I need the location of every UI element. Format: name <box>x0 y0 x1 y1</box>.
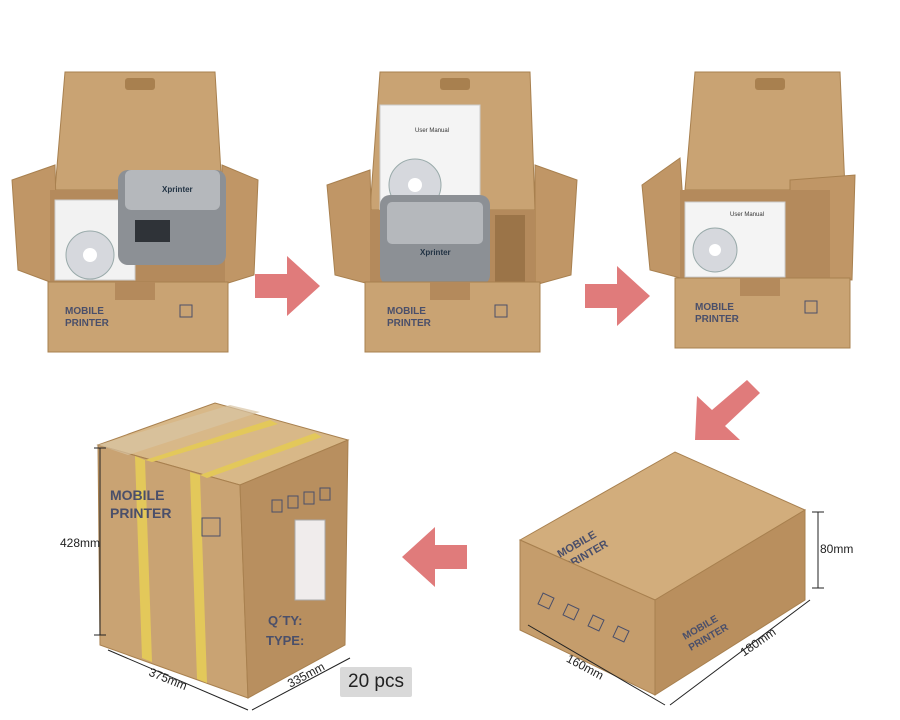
step1-open-box-with-printer: Xprinter MOBILE PRINTER <box>11 71 259 353</box>
svg-text:MOBILE: MOBILE <box>110 487 164 503</box>
carton-height-label: 428mm <box>60 536 101 550</box>
svg-text:MOBILE: MOBILE <box>695 302 734 313</box>
svg-text:PRINTER: PRINTER <box>110 505 171 521</box>
small-box-dimension-lines <box>527 511 824 706</box>
step4-closed-product-box: MOBILE PRINTER MOBILE PRINTER <box>518 451 807 696</box>
arrow-right-icon <box>255 256 320 316</box>
arrow-right-icon <box>585 266 650 326</box>
svg-text:PRINTER: PRINTER <box>695 314 740 325</box>
small-box-height-label: 80mm <box>820 542 854 556</box>
type-label: TYPE: <box>266 633 304 648</box>
box-label-line1: MOBILE <box>65 306 104 317</box>
arrow-left-icon <box>402 527 467 587</box>
manual-title: User Manual <box>415 128 449 134</box>
printer-brand: Xprinter <box>420 248 451 257</box>
carton-dimension-lines <box>94 447 351 711</box>
svg-text:PRINTER: PRINTER <box>387 318 432 329</box>
svg-text:Xprinter: Xprinter <box>162 185 193 194</box>
carton-quantity-badge: 20 pcs <box>340 667 412 697</box>
box-label-line2: PRINTER <box>65 318 110 329</box>
step3-box-manual-on-top: User Manual MOBILE PRINTER <box>641 71 856 349</box>
svg-text:User Manual: User Manual <box>730 212 764 218</box>
step2-box-with-manual: User Manual Xprinter MOBILE PRINTER <box>326 71 578 353</box>
arrow-down-left-icon <box>695 380 760 440</box>
step5-shipping-carton: MOBILE PRINTER Q´TY: TYPE: <box>96 402 350 699</box>
svg-text:MOBILE: MOBILE <box>387 306 426 317</box>
qty-label: Q´TY: <box>268 613 302 628</box>
